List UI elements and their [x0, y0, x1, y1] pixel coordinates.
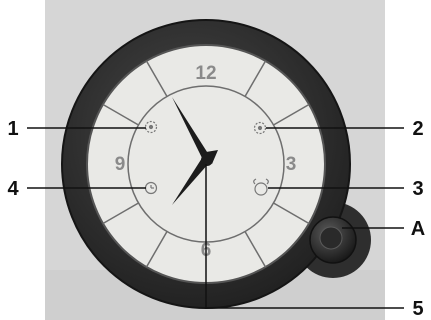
numeral-12: 12 [195, 63, 216, 84]
callout-label-5: 5 [412, 298, 423, 320]
callout-label-2: 2 [412, 118, 423, 140]
numeral-9: 9 [115, 154, 126, 175]
callout-label-1: 1 [7, 118, 18, 140]
callout-label-a: A [411, 218, 425, 240]
callout-label-3: 3 [412, 178, 423, 200]
knob-center [320, 227, 342, 249]
numeral-3: 3 [286, 154, 297, 175]
callout-label-4: 4 [7, 178, 19, 200]
center-hub [201, 154, 213, 166]
